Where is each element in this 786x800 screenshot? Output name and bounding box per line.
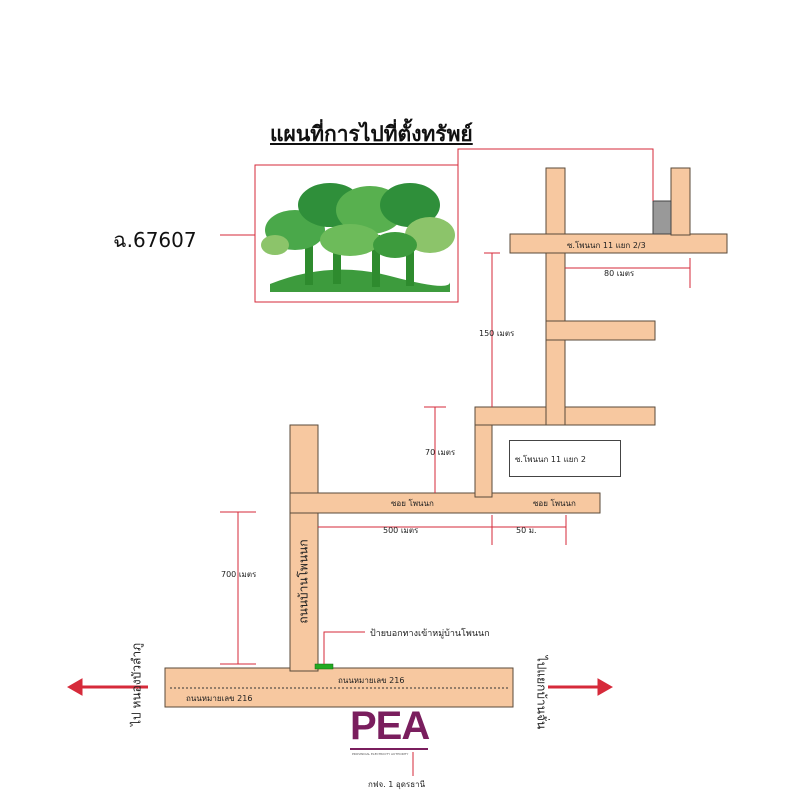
label-soi-11-2: ซ.โพนนก 11 แยก 2 [515,455,586,464]
pea-logo-bar [350,748,428,750]
map-title: แผนที่การไปที่ตั้งทรัพย์ [270,122,473,146]
label-highway-216-a: ถนนหมายเลข 216 [338,676,405,685]
distance-150: 150 เมตร [479,329,515,338]
tree-icon [261,183,455,292]
pea-branch: กฟจ. 1 อุดรธานี [368,780,426,789]
pea-tagline: PROVINCIAL ELECTRICITY AUTHORITY [352,752,409,756]
distance-80: 80 เมตร [604,269,635,278]
direction-left: ไป หนองบัวลำภู [129,643,144,727]
landmark-label: ป้ายบอกทางเข้าหมู่บ้านโพนนก [370,629,490,639]
distance-70: 70 เมตร [425,448,456,457]
label-box-soi-11-2 [509,440,621,477]
branch-road-main [545,167,566,426]
road-ban-ponnok [289,424,319,672]
distance-500: 500 เมตร [383,526,419,535]
direction-arrows [66,678,614,696]
label-soi-ponnok-1: ซอย โพนนก [391,499,434,508]
photo-frame [254,164,459,303]
soi-ponnok [289,492,601,514]
entrance-marker [314,663,334,670]
arrow-left-head [66,678,83,696]
soi-11-2-3-road [509,233,728,254]
deed-number: ฉ.67607 [113,228,197,252]
label-highway-216-b: ถนนหมายเลข 216 [186,694,253,703]
distance-700: 700 เมตร [221,570,257,579]
label-soi-11-2-3: ซ.โพนนก 11 แยก 2/3 [567,241,646,250]
label-road-ban-ponnok: ถนนบ้านโพนนก [296,539,311,624]
pea-logo: PEA [350,704,430,748]
target-plot [652,200,672,235]
branch-road-top-right [670,167,691,236]
arrow-right-head [597,678,614,696]
label-soi-ponnok-2: ซอย โพนนก [533,499,576,508]
distance-lines [220,252,691,665]
branch-road-mid [545,320,656,341]
direction-right: ไปแยกบ้านจั่น [534,655,549,730]
distance-50: 50 ม. [516,526,537,535]
callout-lines [220,148,654,303]
